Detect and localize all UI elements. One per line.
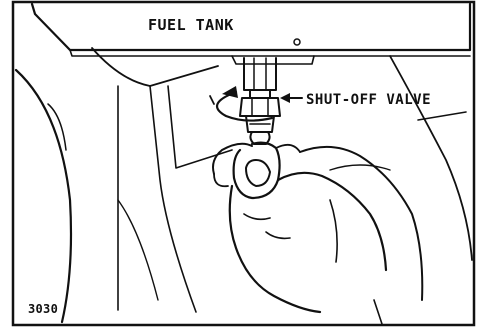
shut-off-valve-label: SHUT-OFF VALVE xyxy=(306,92,431,108)
valve-leader-arrow xyxy=(280,93,302,103)
shut-off-valve xyxy=(210,58,280,144)
hand xyxy=(213,143,422,324)
fuel-tank-label: FUEL TANK xyxy=(148,16,234,34)
figure-number: 3030 xyxy=(28,302,58,316)
